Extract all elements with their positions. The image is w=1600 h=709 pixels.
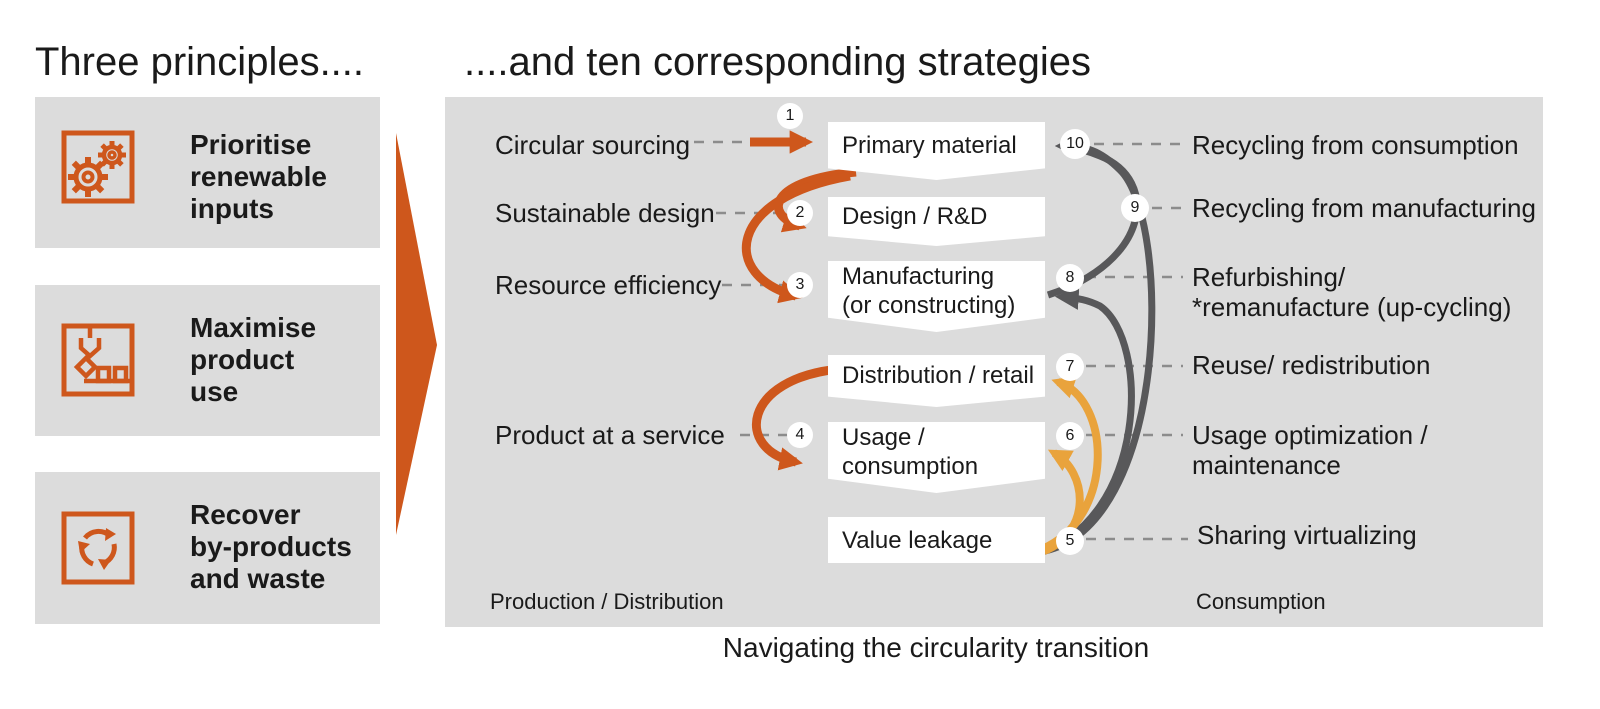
strategy-number-6: 6 — [1056, 422, 1084, 450]
zone-consumption: Consumption — [1196, 589, 1326, 614]
label-reuse-redistribution: Reuse/ redistribution — [1192, 350, 1431, 380]
label-sharing-virtualizing: Sharing virtualizing — [1197, 520, 1417, 550]
principle-box-recover-waste: Recover by-products and waste — [35, 472, 380, 624]
label-refurbishing-remanufacture: Refurbishing/ *remanufacture (up-cycling… — [1192, 262, 1512, 322]
label-circular-sourcing: Circular sourcing — [495, 130, 691, 160]
principle-label: Maximise product use — [190, 312, 317, 407]
label-usage-optimization: Usage optimization / maintenance — [1192, 420, 1428, 480]
strategy-number-3: 3 — [787, 272, 813, 298]
principle-box-renewable-inputs: Prioritise renewable inputs — [35, 97, 380, 248]
zone-production-distribution: Production / Distribution — [490, 589, 724, 614]
big-right-arrow — [396, 133, 437, 535]
right-heading: ....and ten corresponding strategies — [464, 40, 1092, 84]
strategy-number-10: 10 — [1060, 129, 1090, 159]
label-recycling-from-manufacturing: Recycling from manufacturing — [1192, 193, 1536, 223]
left-heading: Three principles.... — [35, 40, 365, 84]
claw-icon — [60, 322, 136, 403]
label-product-at-a-service: Product at a service — [495, 420, 725, 450]
principle-label: Prioritise renewable inputs — [190, 129, 327, 224]
stage-manufacturing: Manufacturing (or constructing) — [828, 261, 1045, 332]
strategy-number-2: 2 — [787, 200, 813, 226]
stage-primary-material: Primary material — [828, 122, 1045, 180]
stage-design-rd: Design / R&D — [828, 197, 1045, 246]
principle-label: Recover by-products and waste — [190, 499, 352, 594]
gears-icon — [60, 129, 136, 210]
stage-usage-consumption: Usage / consumption — [828, 422, 1045, 493]
label-resource-efficiency: Resource efficiency — [495, 270, 722, 300]
principle-box-product-use: Maximise product use — [35, 285, 380, 436]
strategy-number-9: 9 — [1121, 194, 1149, 222]
recycle-icon — [60, 510, 136, 591]
stage-distribution-retail: Distribution / retail — [828, 355, 1045, 407]
strategy-number-5: 5 — [1056, 527, 1084, 555]
stage-value-leakage: Value leakage — [828, 517, 1045, 563]
strategy-number-8: 8 — [1056, 264, 1084, 292]
label-sustainable-design: Sustainable design — [495, 198, 715, 228]
strategy-number-1: 1 — [777, 103, 803, 129]
strategy-number-7: 7 — [1056, 353, 1084, 381]
diagram-caption: Navigating the circularity transition — [722, 632, 1150, 663]
label-recycling-from-consumption: Recycling from consumption — [1192, 130, 1519, 160]
strategy-number-4: 4 — [787, 422, 813, 448]
